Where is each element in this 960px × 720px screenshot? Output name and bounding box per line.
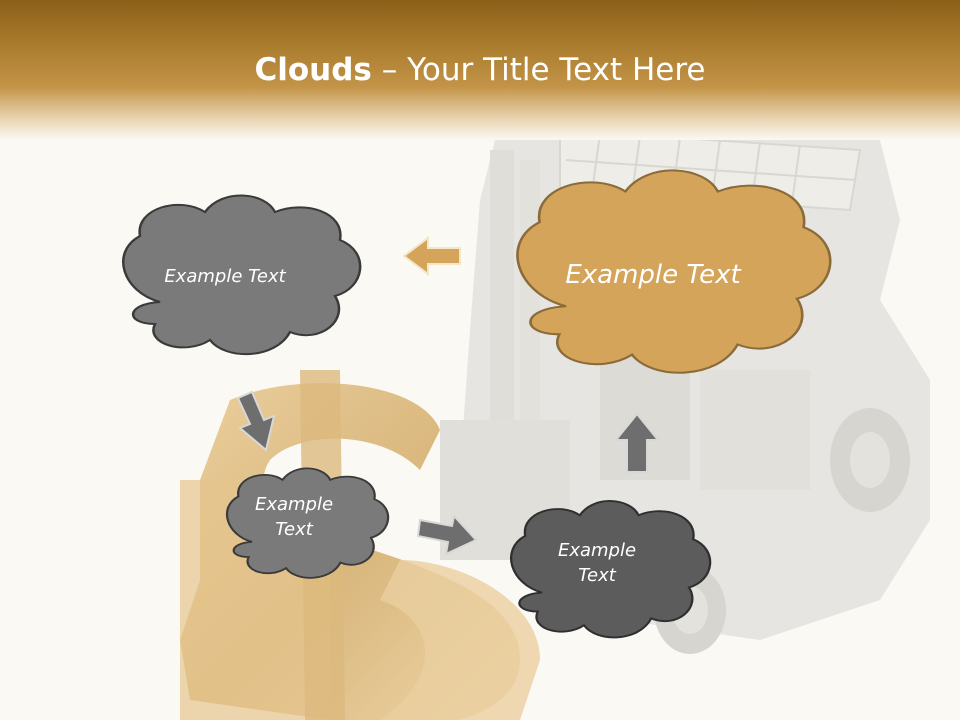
title-bold-word: Clouds bbox=[254, 52, 372, 88]
title-bar bbox=[0, 0, 960, 140]
cloud-top-right-text: Example Text bbox=[565, 260, 741, 290]
dollar-sign-illustration bbox=[180, 370, 540, 720]
arrow-left-icon bbox=[402, 236, 461, 276]
arrow-down-icon bbox=[236, 390, 276, 452]
cloud-bottom-right-text: Example Text bbox=[557, 540, 637, 587]
arrow-right-icon bbox=[416, 513, 478, 556]
title-dash: – bbox=[371, 52, 408, 88]
title-text: Your Title Text Here bbox=[407, 52, 706, 88]
cloud-middle-text: Example Text bbox=[254, 494, 334, 541]
cloud-top-left-text: Example Text bbox=[164, 266, 286, 287]
slide-title: Clouds – Your Title Text Here bbox=[0, 52, 960, 88]
arrow-up-icon bbox=[613, 412, 661, 473]
